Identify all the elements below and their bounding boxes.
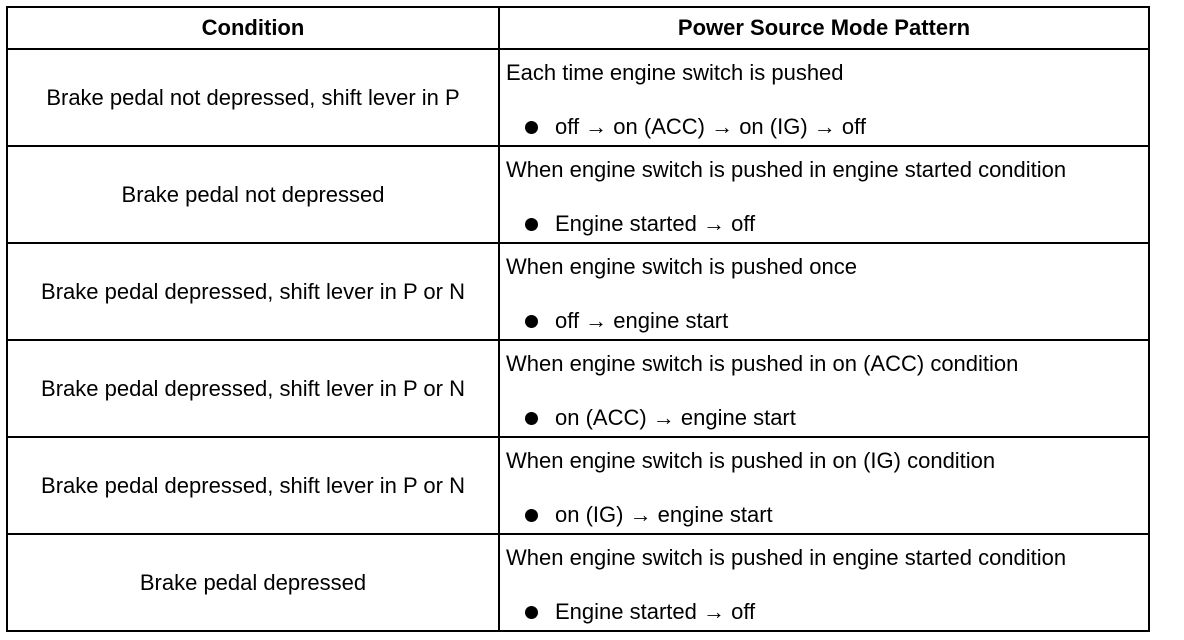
pattern-heading: When engine switch is pushed in on (IG) … (506, 448, 996, 473)
bullet-icon (525, 508, 538, 522)
bullet-icon (525, 605, 538, 619)
table-row: Brake pedal depressed When engine switch… (6, 533, 1150, 632)
pattern-bullet-text: off → engine start (555, 308, 729, 333)
table-row: Brake pedal not depressed, shift lever i… (6, 48, 1150, 147)
table-row: Brake pedal depressed, shift lever in P … (6, 339, 1150, 438)
condition-column-header: Condition (6, 6, 500, 50)
pattern-cell: Each time engine switch is pushed off → … (498, 48, 1150, 147)
bullet-icon (525, 120, 538, 134)
pattern-cell: When engine switch is pushed in on (ACC)… (498, 339, 1150, 438)
pattern-cell: When engine switch is pushed in engine s… (498, 145, 1150, 244)
condition-cell: Brake pedal not depressed, shift lever i… (6, 48, 500, 147)
pattern-heading: When engine switch is pushed in engine s… (506, 545, 1067, 570)
condition-cell: Brake pedal not depressed (6, 145, 500, 244)
pattern-bullet-text: on (IG) → engine start (555, 502, 773, 527)
pattern-bullet-text: off → on (ACC) → on (IG) → off (555, 114, 866, 139)
pattern-cell: When engine switch is pushed once off → … (498, 242, 1150, 341)
pattern-bullet-item: off → on (ACC) → on (IG) → off (525, 114, 1148, 140)
pattern-bullet-text: Engine started → off (555, 599, 756, 624)
table-row: Brake pedal not depressed When engine sw… (6, 145, 1150, 244)
table-row: Brake pedal depressed, shift lever in P … (6, 436, 1150, 535)
pattern-heading: When engine switch is pushed in on (ACC)… (506, 351, 1019, 376)
pattern-cell: When engine switch is pushed in engine s… (498, 533, 1150, 632)
power-source-mode-table: Condition Power Source Mode Pattern Brak… (6, 6, 1150, 632)
pattern-bullet-text: Engine started → off (555, 211, 756, 236)
pattern-bullet-item: Engine started → off (525, 211, 1148, 237)
bullet-icon (525, 411, 538, 425)
pattern-column-header: Power Source Mode Pattern (498, 6, 1150, 50)
condition-cell: Brake pedal depressed, shift lever in P … (6, 339, 500, 438)
condition-cell: Brake pedal depressed, shift lever in P … (6, 436, 500, 535)
pattern-bullet-item: on (IG) → engine start (525, 502, 1148, 528)
pattern-bullet-text: on (ACC) → engine start (555, 405, 796, 430)
pattern-bullet-item: off → engine start (525, 308, 1148, 334)
bullet-icon (525, 314, 538, 328)
pattern-heading: When engine switch is pushed in engine s… (506, 157, 1067, 182)
pattern-cell: When engine switch is pushed in on (IG) … (498, 436, 1150, 535)
pattern-bullet-item: Engine started → off (525, 599, 1148, 625)
table-row: Brake pedal depressed, shift lever in P … (6, 242, 1150, 341)
pattern-heading: Each time engine switch is pushed (506, 60, 844, 85)
condition-cell: Brake pedal depressed, shift lever in P … (6, 242, 500, 341)
pattern-heading: When engine switch is pushed once (506, 254, 857, 279)
condition-cell: Brake pedal depressed (6, 533, 500, 632)
bullet-icon (525, 217, 538, 231)
pattern-bullet-item: on (ACC) → engine start (525, 405, 1148, 431)
table-header-row: Condition Power Source Mode Pattern (6, 6, 1150, 50)
